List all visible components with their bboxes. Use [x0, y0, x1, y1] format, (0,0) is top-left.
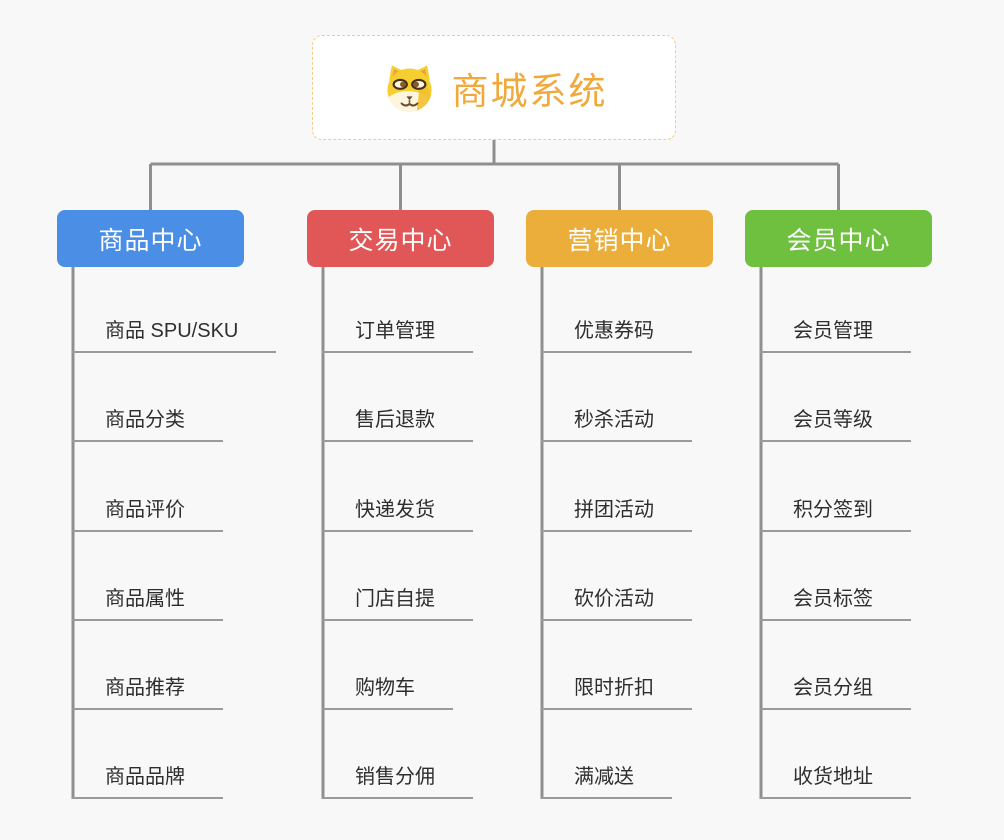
branch-node-2[interactable]: 交易中心 [307, 210, 494, 267]
leaf-node[interactable]: 商品属性 [72, 582, 223, 621]
leaf-node[interactable]: 优惠券码 [541, 314, 692, 353]
leaf-node[interactable]: 售后退款 [322, 403, 473, 442]
root-title: 商城系统 [451, 70, 608, 112]
leaf-node[interactable]: 收货地址 [760, 760, 911, 799]
leaf-node[interactable]: 会员标签 [760, 582, 911, 621]
shiba-dog-icon [386, 65, 432, 112]
leaf-node[interactable]: 拼团活动 [541, 493, 692, 532]
leaf-node[interactable]: 满减送 [541, 760, 672, 799]
leaf-node[interactable]: 购物车 [322, 671, 453, 710]
leaf-node[interactable]: 商品推荐 [72, 671, 223, 710]
leaf-node[interactable]: 商品评价 [72, 493, 223, 532]
branch-node-4[interactable]: 会员中心 [745, 210, 932, 267]
leaf-node[interactable]: 砍价活动 [541, 582, 692, 621]
leaf-node[interactable]: 积分签到 [760, 493, 911, 532]
leaf-node[interactable]: 门店自提 [322, 582, 473, 621]
leaf-node[interactable]: 会员分组 [760, 671, 911, 710]
leaf-node[interactable]: 会员等级 [760, 403, 911, 442]
root-node-mall-system[interactable]: 商城系统 [312, 35, 676, 140]
leaf-node[interactable]: 订单管理 [322, 314, 473, 353]
leaf-node[interactable]: 会员管理 [760, 314, 911, 353]
leaf-node[interactable]: 商品 SPU/SKU [72, 314, 277, 353]
leaf-node[interactable]: 快递发货 [322, 493, 473, 532]
leaf-node[interactable]: 限时折扣 [541, 671, 692, 710]
leaf-node[interactable]: 商品分类 [72, 403, 223, 442]
branch-node-1[interactable]: 商品中心 [57, 210, 244, 267]
branch-node-3[interactable]: 营销中心 [526, 210, 713, 267]
leaf-node[interactable]: 秒杀活动 [541, 403, 692, 442]
leaf-node[interactable]: 商品品牌 [72, 760, 223, 799]
leaf-node[interactable]: 销售分佣 [322, 760, 473, 799]
